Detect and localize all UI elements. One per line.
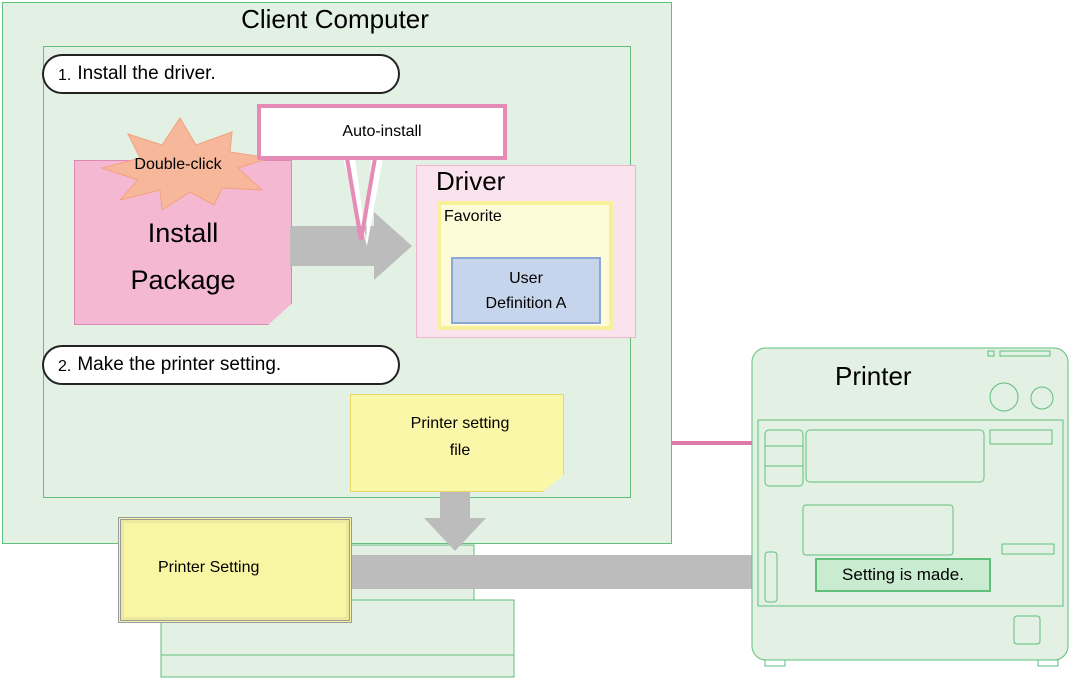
install-package-label: Install Package (74, 210, 292, 304)
apply-setting-arrow (352, 541, 812, 603)
step-2-pill: 2. Make the printer setting. (42, 345, 400, 385)
printer-setting-label: Printer Setting (158, 559, 260, 576)
driver-title: Driver (436, 166, 506, 196)
printer-setting-window[interactable] (118, 517, 352, 623)
install-package-line2: Package (130, 265, 236, 295)
step-1-text: Install the driver. (77, 63, 216, 84)
printer-setting-file-document (350, 394, 564, 492)
install-package-line1: Install (147, 218, 219, 248)
setting-status-label: Setting is made. (842, 565, 964, 584)
favorite-label: Favorite (444, 208, 502, 225)
printer-setting-file-line1: Printer setting (410, 415, 510, 432)
auto-install-callout: Auto-install (257, 104, 507, 160)
setting-status-box: Setting is made. (815, 558, 991, 592)
printer-setting-file-label: Printer setting file (385, 410, 535, 464)
user-definition-line1: User (509, 269, 543, 287)
user-definition-line2: Definition A (485, 294, 567, 312)
step-2-number: 2. (58, 357, 72, 375)
step-2-text: Make the printer setting. (77, 354, 282, 375)
printer-icon (751, 347, 1069, 667)
callout-tail-outline (345, 157, 377, 241)
printer-title: Printer (835, 361, 912, 391)
step-1-pill: 1. Install the driver. (42, 54, 400, 94)
client-computer-title: Client Computer (241, 4, 429, 34)
stacked-window-back-3 (160, 654, 515, 678)
install-arrow (290, 212, 412, 280)
double-click-burst-icon (100, 117, 271, 211)
down-arrow (424, 492, 486, 551)
user-definition-a-box: User Definition A (451, 257, 601, 324)
printer-setting-file-line2: file (449, 442, 471, 459)
step-1-number: 1. (58, 66, 72, 84)
auto-install-label: Auto-install (342, 123, 422, 140)
double-click-label: Double-click (134, 156, 222, 173)
